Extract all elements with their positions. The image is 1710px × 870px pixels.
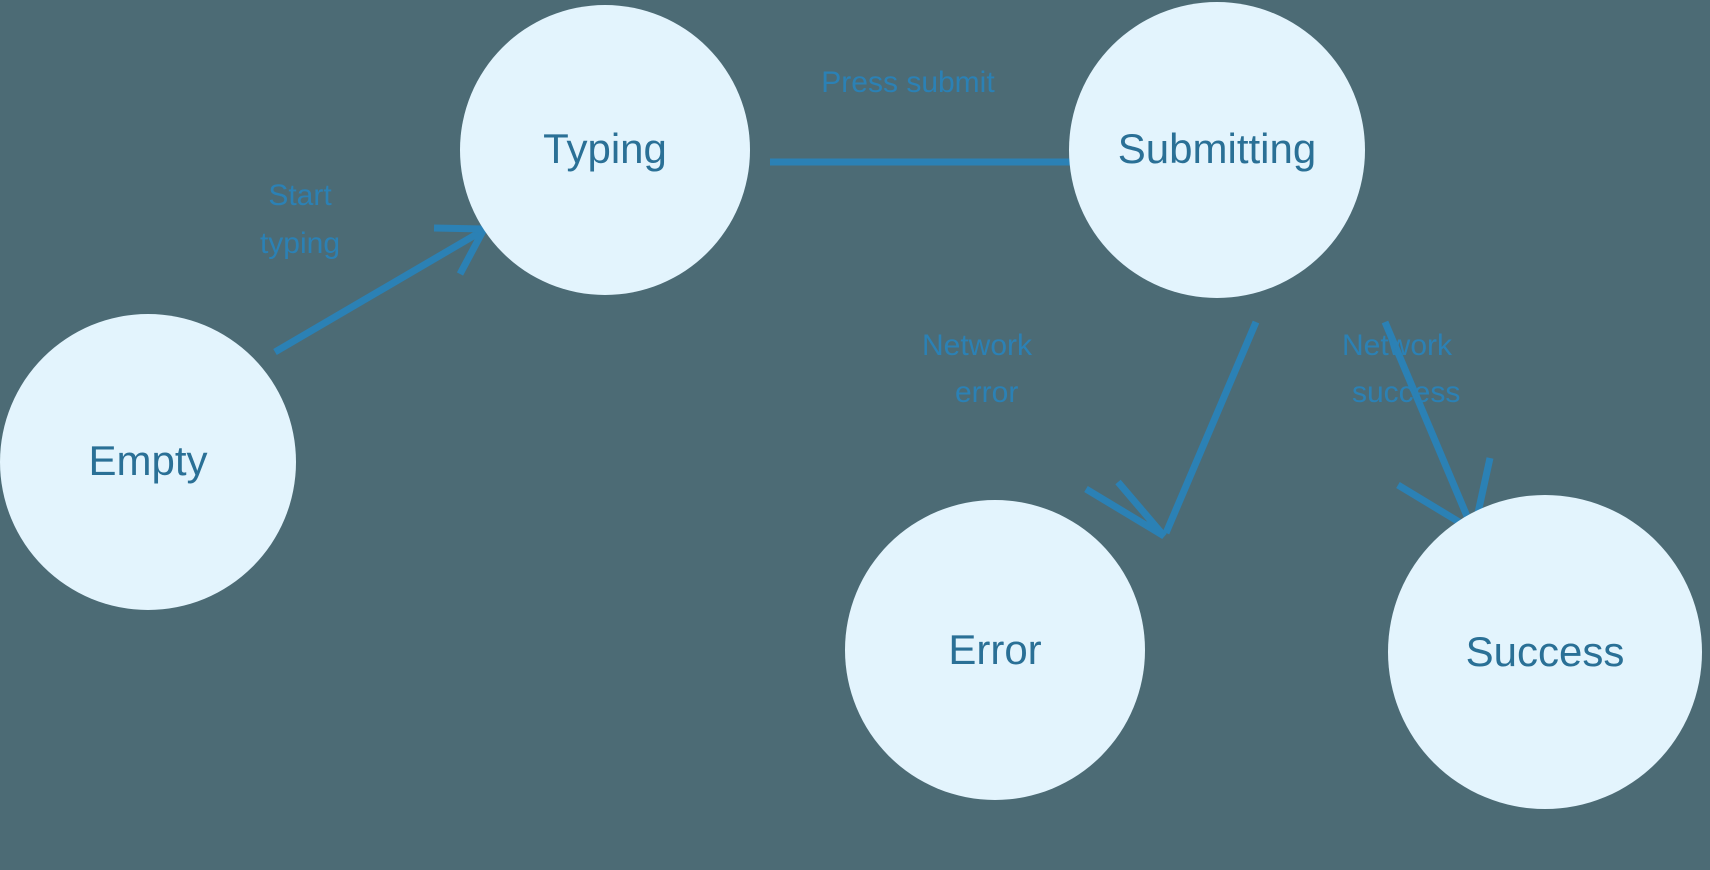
edge-label-start-typing-line1: Start [268, 179, 332, 212]
edge-label-start-typing: Start typing [260, 179, 340, 260]
node-success-circle [1388, 495, 1702, 809]
node-success-label: Success [1466, 628, 1625, 675]
edge-label-network-success-line1: Network [1342, 329, 1453, 362]
node-error[interactable]: Error [845, 500, 1145, 800]
edge-label-network-success-line2: success [1352, 376, 1460, 409]
node-submitting[interactable]: Submitting [1069, 2, 1365, 298]
node-success[interactable]: Success [1388, 495, 1702, 809]
edge-network-error-line [1162, 320, 1260, 535]
node-typing-circle [460, 5, 750, 295]
node-submitting-circle [1069, 2, 1365, 298]
edge-network-error-arrowhead [1084, 479, 1167, 539]
edge-label-press-submit-line1: Press submit [821, 66, 995, 99]
node-submitting-label: Submitting [1118, 125, 1316, 172]
edge-label-network-success: Network success [1342, 329, 1460, 409]
node-error-circle [845, 500, 1145, 800]
node-typing-label: Typing [543, 125, 667, 172]
node-typing[interactable]: Typing [460, 5, 750, 295]
edge-label-start-typing-line2: typing [260, 227, 340, 260]
edge-network-error[interactable] [1084, 320, 1260, 539]
node-empty-circle [0, 314, 296, 610]
edge-label-network-error-line1: Network [922, 329, 1033, 362]
edge-network-success-line [1381, 320, 1476, 530]
node-empty[interactable]: Empty [0, 314, 296, 610]
node-empty-label: Empty [88, 437, 207, 484]
edge-label-network-error: Network error [922, 329, 1033, 409]
node-error-label: Error [948, 626, 1041, 673]
edge-label-press-submit: Press submit [821, 66, 995, 99]
edge-start-typing-line [273, 227, 484, 356]
edge-label-network-error-line2: error [955, 376, 1018, 409]
